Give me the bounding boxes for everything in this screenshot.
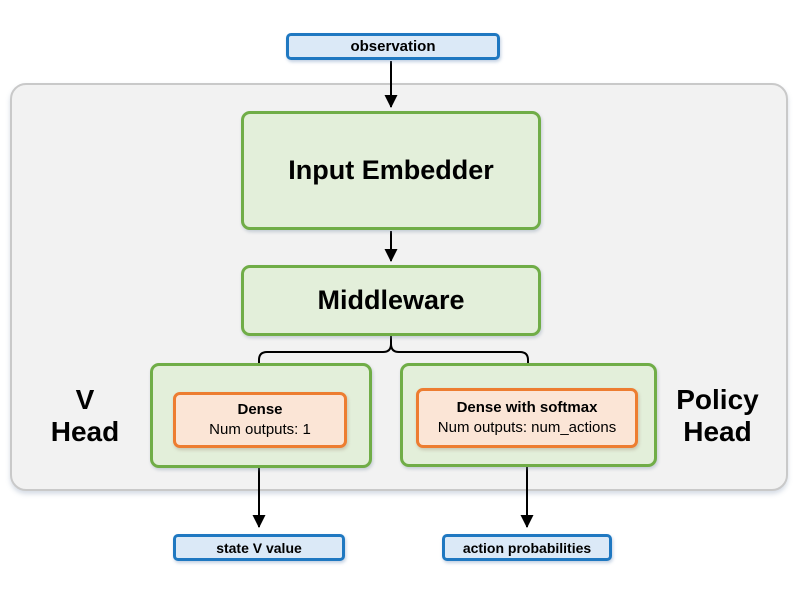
policy-head-label-line2: Head — [683, 416, 752, 448]
policy-head-label-line1: Policy — [676, 384, 759, 415]
state-v-value-node: state V value — [173, 534, 345, 561]
input-embedder-block: Input Embedder — [241, 111, 541, 230]
v-head-dense-layer: Dense Num outputs: 1 — [173, 392, 347, 448]
middleware-block: Middleware — [241, 265, 541, 336]
policy-head-dense-subtitle: Num outputs: num_actions — [437, 419, 617, 436]
policy-head-dense-layer: Dense with softmax Num outputs: num_acti… — [416, 388, 638, 448]
v-head-label-line1: V — [75, 384, 95, 415]
v-head-dense-title: Dense — [237, 400, 283, 418]
observation-node: observation — [286, 33, 500, 60]
v-head-dense-subtitle: Num outputs: 1 — [209, 421, 311, 438]
v-head-label-line2: Head — [50, 416, 120, 448]
v-head-label: V Head — [30, 384, 140, 448]
action-probabilities-node: action probabilities — [442, 534, 612, 561]
policy-head-dense-title: Dense with softmax — [456, 398, 598, 416]
policy-head-label: Policy Head — [655, 384, 780, 448]
